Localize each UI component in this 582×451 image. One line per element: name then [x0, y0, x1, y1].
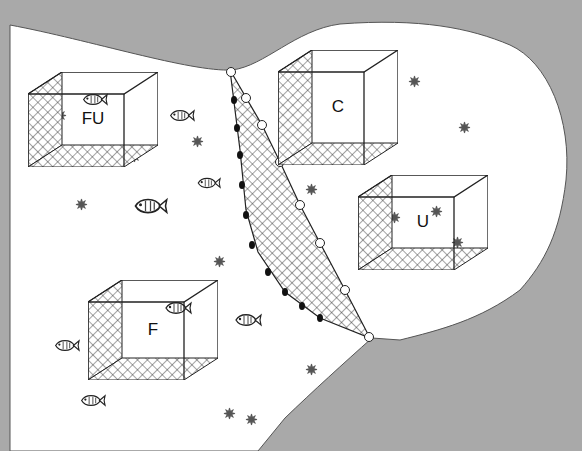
fish-cage: C: [278, 50, 398, 165]
cage-rim: [358, 175, 488, 197]
cage-bottom-net: [278, 143, 398, 165]
cage-label: C: [332, 98, 344, 115]
cage-posts: [88, 280, 218, 380]
cage-bottom-net: [358, 248, 488, 270]
cage-rim: [88, 280, 218, 302]
fish-cage: F: [88, 280, 218, 380]
cage-rim: [28, 72, 158, 94]
cage-label: F: [148, 321, 158, 338]
fish-cage: U: [358, 175, 488, 270]
cage-label: U: [417, 213, 429, 230]
fish-cage: FU: [28, 72, 158, 167]
cage-posts: [278, 50, 398, 165]
water: [10, 22, 567, 451]
cage-rim: [278, 50, 398, 72]
cage-posts: [358, 175, 488, 270]
cage-posts: [28, 72, 158, 167]
cage-bottom-net: [88, 358, 218, 380]
cage-label: FU: [82, 110, 105, 127]
cage-bottom-net: [28, 145, 158, 167]
fish: [56, 95, 261, 406]
